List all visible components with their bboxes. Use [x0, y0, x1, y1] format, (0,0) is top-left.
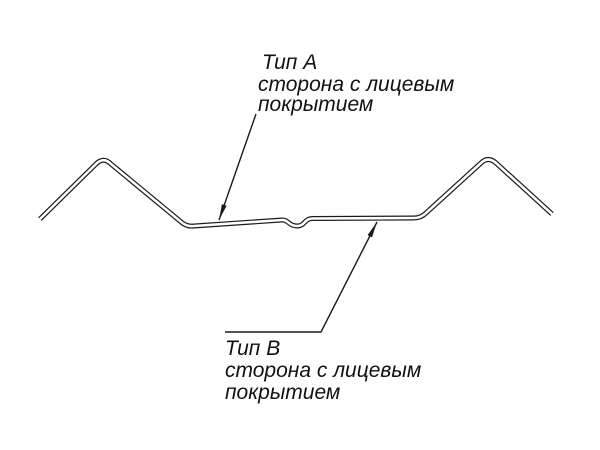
label-type-b-line1: сторона с лицевым [225, 359, 421, 382]
label-type-a-line2: покрытием [258, 93, 373, 116]
label-type-a-title: Тип A [262, 51, 317, 74]
profile-sheet-core [39, 158, 553, 228]
label-type-b-title: Тип B [225, 337, 280, 360]
label-type-a-line1: сторона с лицевым [258, 73, 454, 96]
leader-line-type-a [218, 113, 257, 221]
leader-line-type-b [225, 221, 378, 333]
label-type-b-line2: покрытием [225, 381, 340, 404]
